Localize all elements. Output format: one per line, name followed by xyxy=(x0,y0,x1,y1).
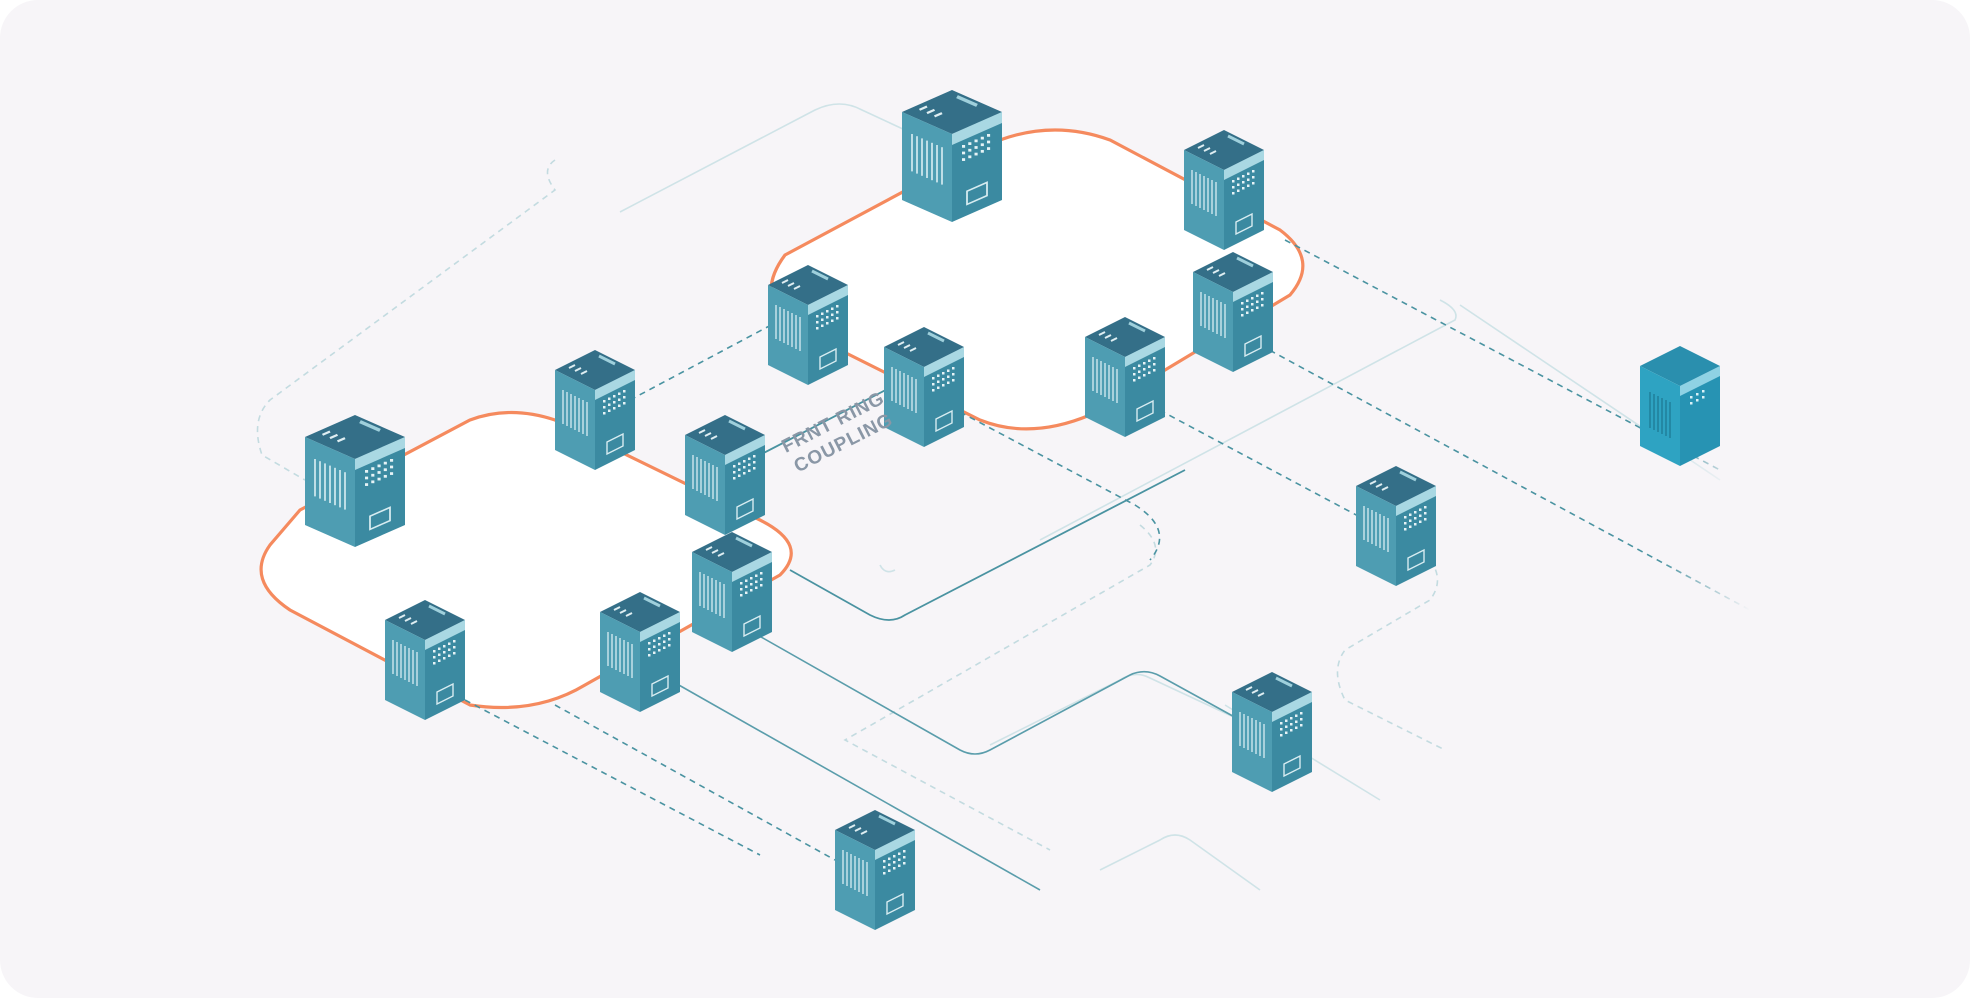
network-switch-icon xyxy=(383,598,467,722)
network-switch-icon xyxy=(1182,128,1266,252)
network-switch-icon xyxy=(690,530,774,654)
solid-links xyxy=(669,624,1241,891)
network-switch-icon xyxy=(1230,670,1314,794)
network-switch-icon xyxy=(303,413,407,549)
network-switch-icon xyxy=(1191,250,1275,374)
network-switch-icon xyxy=(1083,315,1167,439)
network-switch-icon xyxy=(598,590,682,714)
devices xyxy=(303,88,1720,932)
ring-coupling-links xyxy=(749,379,1186,621)
network-switch-icon xyxy=(1640,346,1720,466)
network-switch-icon xyxy=(900,88,1004,224)
network-switch-icon xyxy=(683,413,767,537)
network-switch-icon xyxy=(766,263,850,387)
network-switch-icon xyxy=(553,348,637,472)
network-switch-icon xyxy=(1354,464,1438,588)
network-switch-icon xyxy=(833,808,917,932)
